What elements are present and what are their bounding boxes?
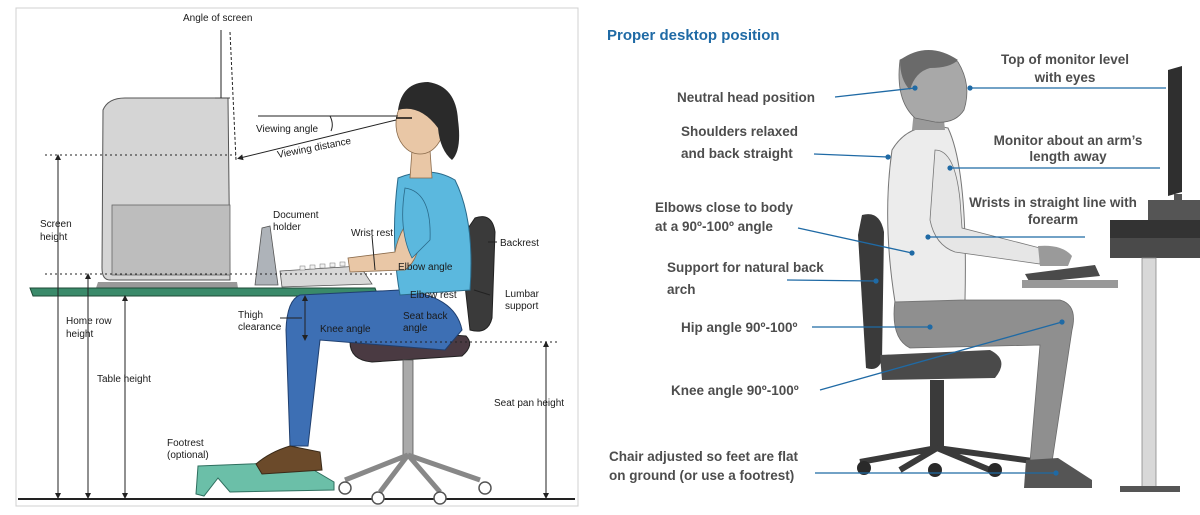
keyboard-illustration-right <box>1025 265 1100 283</box>
document-holder-illustration <box>254 225 279 286</box>
right-desktop-position-diagram: Proper desktop position <box>607 27 1200 492</box>
label-top-monitor-line1: Top of monitor level <box>1001 52 1129 67</box>
label-wrists-line2: forearm <box>1028 212 1078 227</box>
monitor-illustration <box>96 97 238 288</box>
label-top-monitor-line2: with eyes <box>1034 70 1096 85</box>
seated-woman-illustration <box>255 82 472 475</box>
leader-support-back <box>786 278 879 284</box>
label-shoulders-line2: and back straight <box>681 146 793 161</box>
label-knee-angle: Knee angle <box>320 324 371 335</box>
label-screen-height-line1: Screen <box>40 219 72 230</box>
left-ergonomics-diagram: Angle of screen Viewing angle Viewing di… <box>15 7 579 507</box>
leader-knee-angle <box>819 319 1065 391</box>
label-lumbar-support-line1: Lumbar <box>505 289 540 300</box>
viewing-distance-line <box>237 119 397 161</box>
label-chair-feet-line2: on ground (or use a footrest) <box>609 468 794 483</box>
label-footrest-line2: (optional) <box>167 450 209 461</box>
label-monitor-arm-line1: Monitor about an arm’s <box>994 133 1143 148</box>
label-backrest: Backrest <box>500 238 539 249</box>
label-wrist-rest: Wrist rest <box>351 228 393 239</box>
label-monitor-arm-line2: length away <box>1029 149 1107 164</box>
label-wrists-line1: Wrists in straight line with <box>969 195 1137 210</box>
label-table-height: Table height <box>97 374 151 385</box>
label-support-back-line1: Support for natural back <box>667 260 824 275</box>
leader-shoulders <box>813 153 891 160</box>
seated-man-illustration <box>887 50 1092 488</box>
wrist-rest-leader <box>371 235 376 271</box>
label-document-holder-line2: holder <box>273 222 301 233</box>
leader-elbows <box>797 227 915 256</box>
label-screen-height-line2: height <box>40 232 67 243</box>
label-seat-pan-height: Seat pan height <box>494 398 564 409</box>
office-chair-illustration-right <box>857 214 1041 477</box>
leader-neutral-head <box>834 85 918 98</box>
label-lumbar-support-line2: support <box>505 301 539 312</box>
label-elbows-line1: Elbows close to body <box>655 200 794 215</box>
label-seat-back-angle-line2: angle <box>403 323 428 334</box>
label-home-row-height-line2: height <box>66 329 93 340</box>
label-thigh-clearance-line1: Thigh <box>238 310 263 321</box>
label-thigh-clearance-line2: clearance <box>238 322 282 333</box>
label-shoulders-line1: Shoulders relaxed <box>681 124 798 139</box>
desk-illustration <box>1110 200 1200 492</box>
label-seat-back-angle-line1: Seat back <box>403 311 448 322</box>
label-elbows-line2: at a 90º-100º angle <box>655 219 773 234</box>
label-elbow-angle: Elbow angle <box>398 262 453 273</box>
screen-angle-line <box>229 31 237 161</box>
right-panel-title: Proper desktop position <box>607 27 780 44</box>
right-leader-lines <box>786 85 1166 476</box>
lumbar-leader <box>473 289 491 296</box>
label-chair-feet-line1: Chair adjusted so feet are flat <box>609 449 799 464</box>
keyboard-illustration <box>279 265 373 288</box>
label-hip-angle: Hip angle 90º-100º <box>681 320 797 335</box>
label-angle-of-screen: Angle of screen <box>183 13 253 24</box>
label-elbow-rest: Elbow rest <box>410 290 457 301</box>
keyboard-tray <box>1022 280 1118 288</box>
label-neutral-head: Neutral head position <box>677 90 815 105</box>
label-home-row-height-line1: Home row <box>66 316 112 327</box>
label-knee-angle-right: Knee angle 90º-100º <box>671 383 799 398</box>
monitor-illustration-right <box>1168 66 1182 204</box>
label-document-holder-line1: Document <box>273 210 319 221</box>
label-footrest-line1: Footrest <box>167 438 204 449</box>
label-viewing-angle: Viewing angle <box>256 124 319 135</box>
viewing-angle-arc <box>329 115 333 132</box>
label-support-back-line2: arch <box>667 282 696 297</box>
